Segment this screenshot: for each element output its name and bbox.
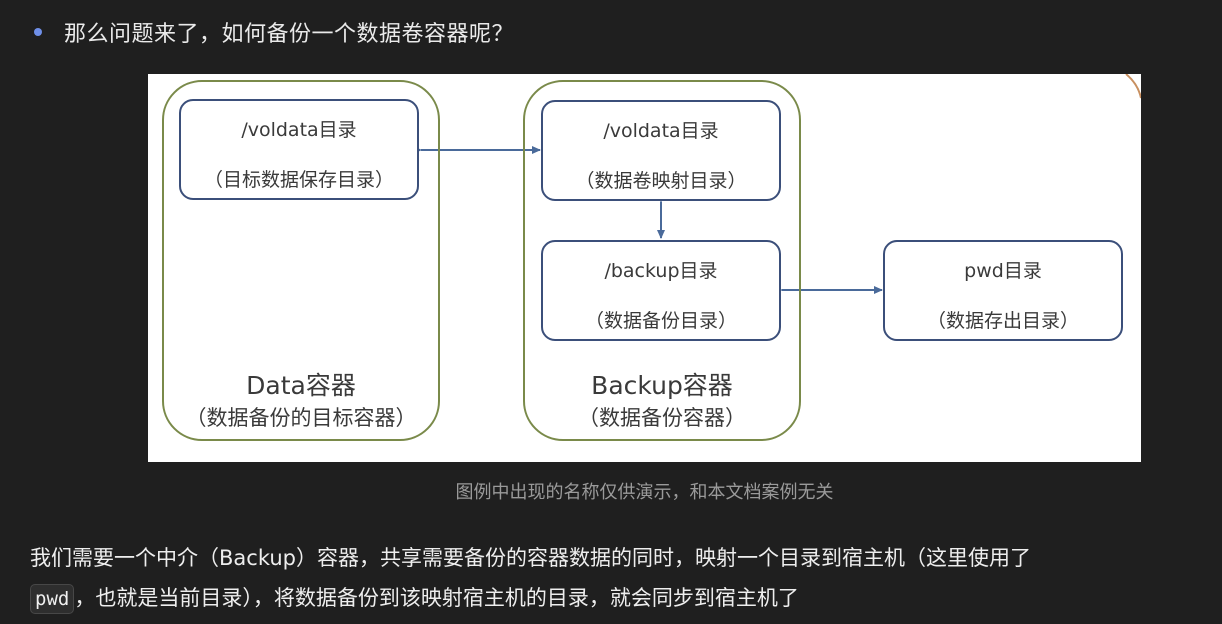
backup-backupdir-line1: /backup目录 xyxy=(604,260,718,282)
backup-voldata-line1: /voldata目录 xyxy=(603,120,719,142)
data-container-title: Data容器 xyxy=(246,371,356,400)
paragraph-part2: ，也就是当前目录），将数据备份到该映射宿主机的目录，就会同步到宿主机了 xyxy=(74,586,799,610)
bullet-line: 那么问题来了，如何备份一个数据卷容器呢？ xyxy=(34,14,514,50)
pwd-line2: （数据存出目录） xyxy=(926,310,1079,332)
data-container-subtitle: （数据备份的目标容器） xyxy=(185,406,417,430)
bullet-text: 那么问题来了，如何备份一个数据卷容器呢？ xyxy=(64,22,515,47)
paragraph: 我们需要一个中介（Backup）容器，共享需要备份的容器数据的同时，映射一个目录… xyxy=(30,538,1200,618)
backup-voldata-box: /voldata目录 （数据卷映射目录） xyxy=(541,100,781,201)
backup-backupdir-line2: （数据备份目录） xyxy=(584,310,737,332)
backup-voldata-line2: （数据卷映射目录） xyxy=(575,170,747,192)
data-voldata-line1: /voldata目录 xyxy=(241,119,357,141)
decorative-corner-arc xyxy=(1125,74,1141,99)
data-voldata-box: /voldata目录 （目标数据保存目录） xyxy=(179,99,419,200)
backup-container-title: Backup容器 xyxy=(591,371,733,400)
bullet-dot-icon xyxy=(34,28,42,36)
pwd-line1: pwd目录 xyxy=(964,260,1042,282)
pwd-box: pwd目录 （数据存出目录） xyxy=(883,240,1123,341)
inline-code-pwd: pwd xyxy=(30,584,75,614)
paragraph-part1: 我们需要一个中介（Backup）容器，共享需要备份的容器数据的同时，映射一个目录… xyxy=(30,546,1031,570)
diagram-arrows xyxy=(413,74,1141,294)
data-voldata-line2: （目标数据保存目录） xyxy=(203,169,394,191)
data-container: Data容器 （数据备份的目标容器） xyxy=(162,80,440,441)
backup-container-subtitle: （数据备份容器） xyxy=(578,406,746,430)
figure-caption: 图例中出现的名称仅供演示，和本文档案例无关 xyxy=(455,482,834,503)
backup-container: Backup容器 （数据备份容器） xyxy=(523,80,801,441)
backup-backupdir-box: /backup目录 （数据备份目录） xyxy=(541,240,781,341)
diagram-figure: Data容器 （数据备份的目标容器） /voldata目录 （目标数据保存目录）… xyxy=(148,74,1141,462)
